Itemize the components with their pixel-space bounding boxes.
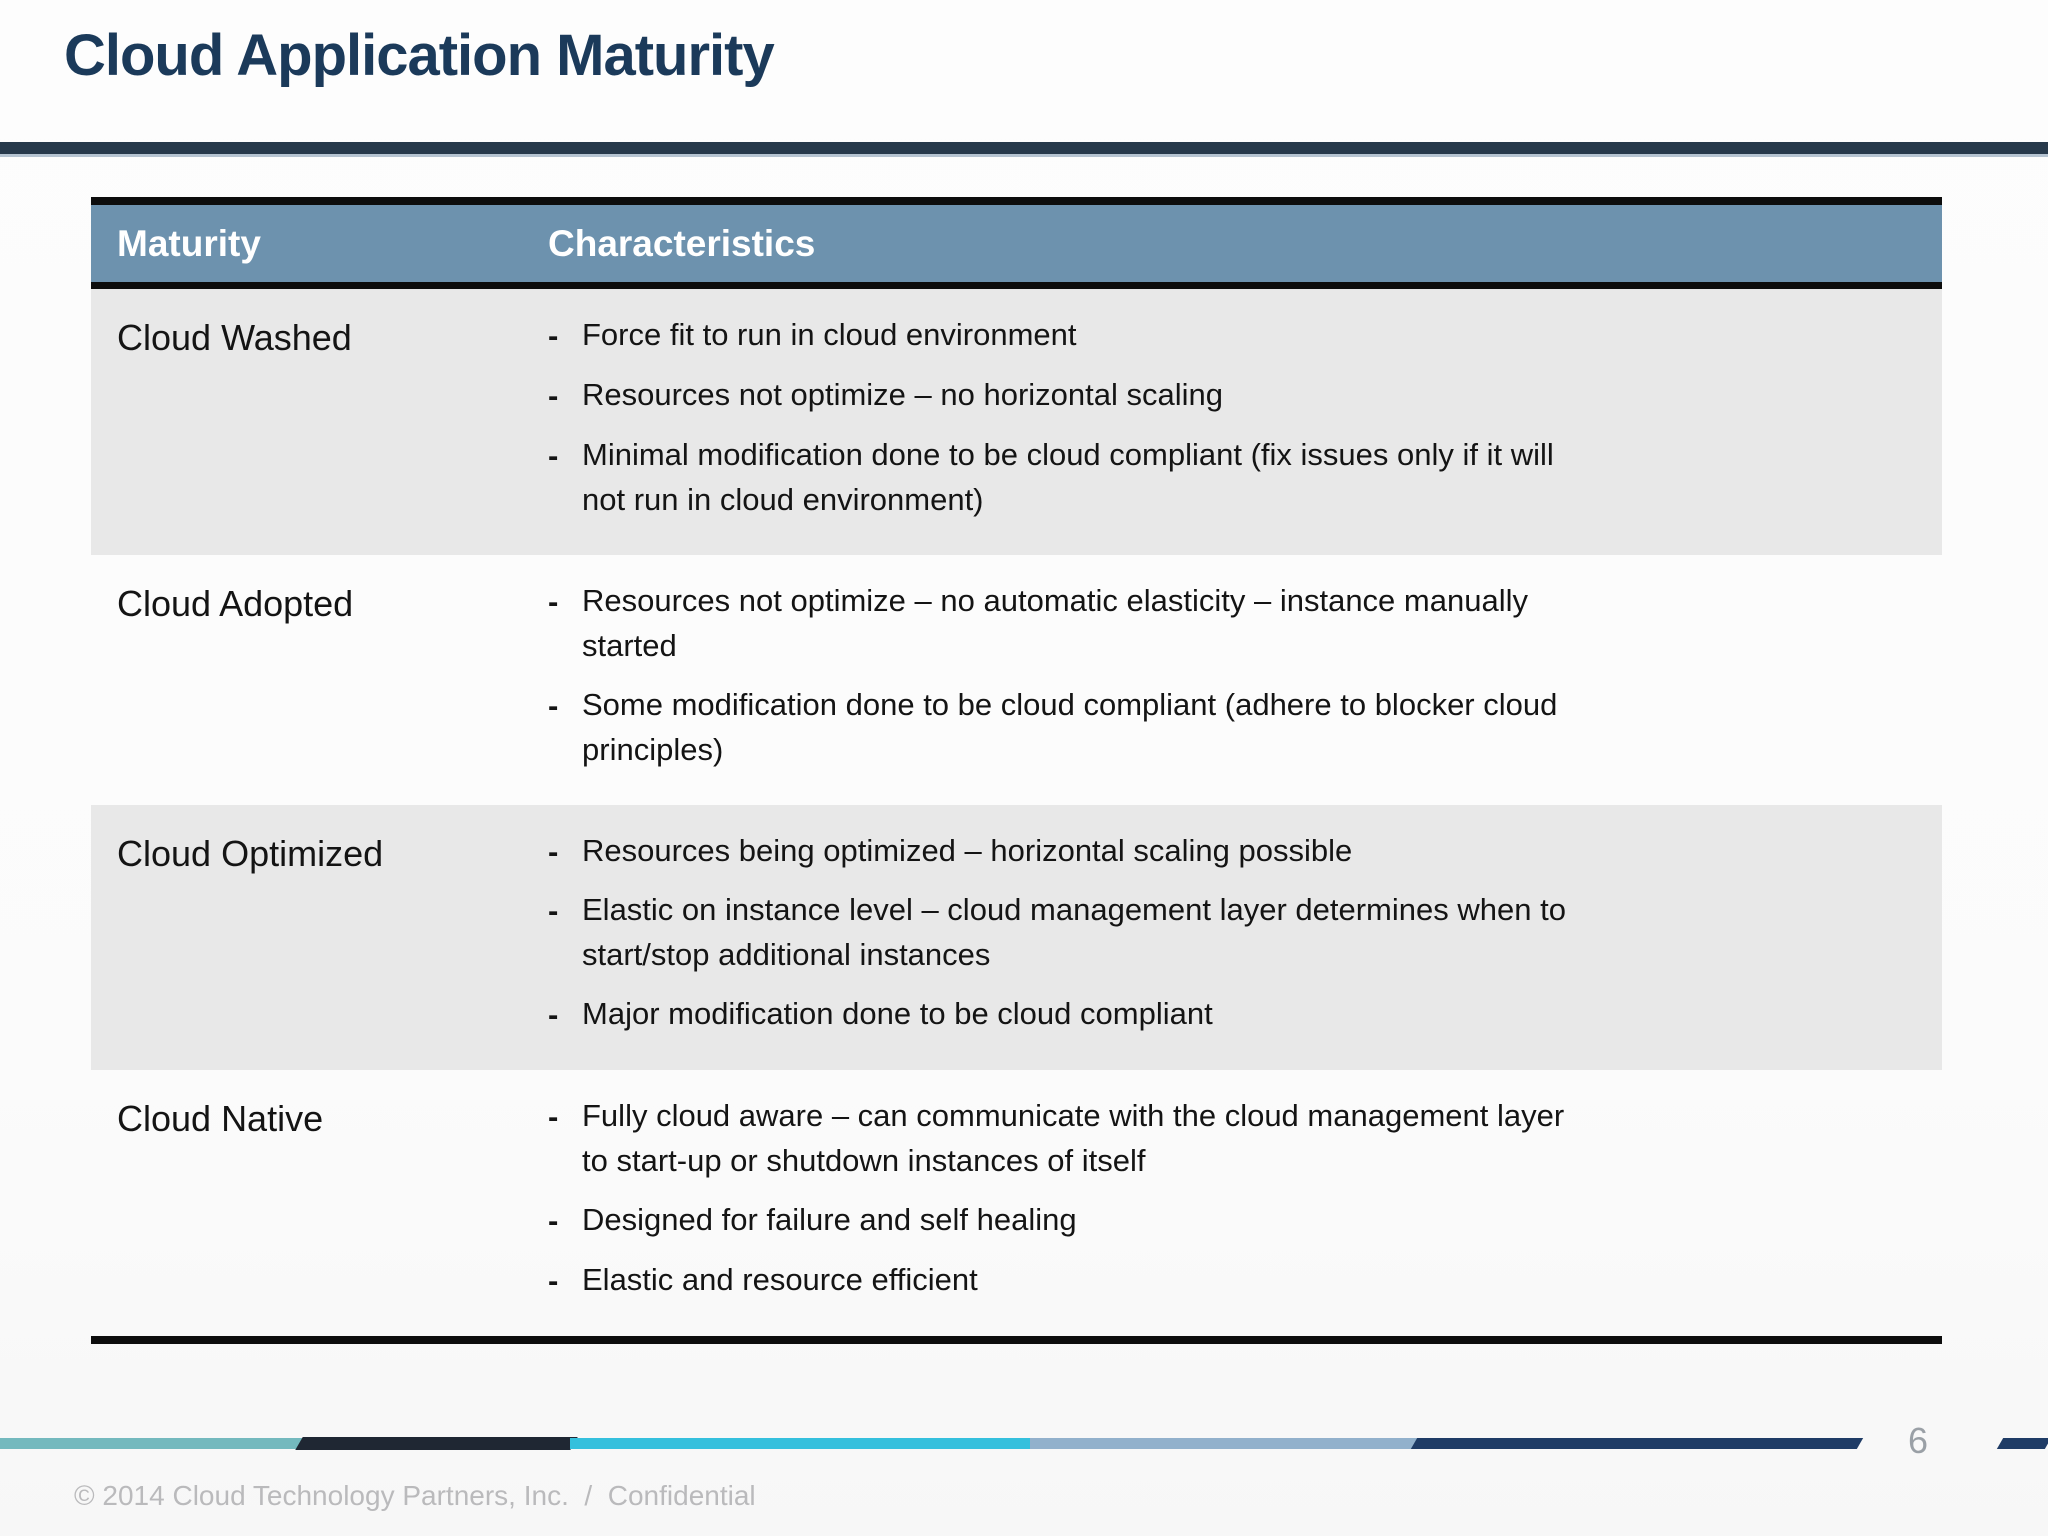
bullet-dash: -: [548, 997, 559, 1033]
bullet-text: Resources not optimize – no horizontal s…: [582, 376, 1224, 412]
title-divider: [0, 142, 2048, 157]
table-header-row: Maturity Characteristics: [91, 205, 1942, 289]
characteristics-cell: -Force fit to run in cloud environment-R…: [548, 313, 1942, 523]
table-row: Cloud Native-Fully cloud aware – can com…: [91, 1070, 1942, 1336]
bullet-text: Resources not optimize – no automatic el…: [582, 582, 1528, 663]
bullet-text: Minimal modification done to be cloud co…: [582, 436, 1554, 517]
bullet-text: Major modification done to be cloud comp…: [582, 996, 1213, 1032]
characteristics-cell: -Resources not optimize – no automatic e…: [548, 579, 1942, 773]
bullet-item: -Force fit to run in cloud environment: [548, 313, 1906, 359]
bullet-dash: -: [548, 318, 559, 353]
bullet-dash: -: [548, 1203, 559, 1239]
bullet-item: -Designed for failure and self healing: [548, 1198, 1906, 1244]
footer-stripe: [0, 1437, 2048, 1450]
bullet-dash: -: [548, 833, 559, 869]
stripe-segment-navy-dash: [1996, 1438, 2048, 1449]
bullet-dash: -: [548, 1099, 559, 1135]
stripe-segment-teal: [0, 1438, 307, 1449]
bullet-item: -Resources not optimize – no horizontal …: [548, 373, 1906, 419]
maturity-cell: Cloud Optimized: [117, 832, 384, 874]
characteristics-cell: -Fully cloud aware – can communicate wit…: [548, 1094, 1942, 1304]
stripe-segment-cyan: [570, 1438, 1032, 1449]
bullet-text: Designed for failure and self healing: [582, 1202, 1077, 1238]
column-header-maturity: Maturity: [117, 222, 261, 264]
table-body: Cloud Washed-Force fit to run in cloud e…: [91, 289, 1942, 1336]
bullet-item: -Elastic and resource efficient: [548, 1258, 1906, 1304]
copyright-footer: © 2014 Cloud Technology Partners, Inc. /…: [74, 1480, 756, 1511]
bullet-text: Elastic on instance level – cloud manage…: [582, 892, 1566, 973]
bullet-text: Force fit to run in cloud environment: [582, 317, 1077, 352]
bullet-text: Some modification done to be cloud compl…: [582, 686, 1558, 767]
bullet-text: Resources being optimized – horizontal s…: [582, 832, 1353, 868]
maturity-cell: Cloud Adopted: [117, 582, 354, 624]
page-title: Cloud Application Maturity: [64, 23, 775, 88]
bullet-dash: -: [548, 583, 559, 619]
bullet-item: -Resources not optimize – no automatic e…: [548, 579, 1906, 669]
bullet-item: -Fully cloud aware – can communicate wit…: [548, 1094, 1906, 1184]
table-row: Cloud Washed-Force fit to run in cloud e…: [91, 289, 1942, 555]
bullet-item: -Some modification done to be cloud comp…: [548, 683, 1906, 773]
bullet-dash: -: [548, 377, 559, 413]
bullet-text: Elastic and resource efficient: [582, 1262, 978, 1298]
bullet-text: Fully cloud aware – can communicate with…: [582, 1098, 1565, 1179]
maturity-table: Maturity Characteristics Cloud Washed-Fo…: [91, 197, 1942, 1344]
table-row: Cloud Optimized-Resources being optimize…: [91, 804, 1942, 1071]
bullet-item: -Minimal modification done to be cloud c…: [548, 433, 1906, 523]
bullet-dash: -: [548, 437, 559, 473]
stripe-segment-navy: [1410, 1438, 1864, 1449]
bullet-item: -Major modification done to be cloud com…: [548, 992, 1906, 1038]
page-number: 6: [1908, 1420, 1929, 1461]
column-header-characteristics: Characteristics: [548, 222, 816, 264]
bullet-dash: -: [548, 893, 559, 929]
bullet-dash: -: [548, 1263, 559, 1299]
maturity-cell: Cloud Washed: [117, 317, 352, 358]
bullet-item: -Resources being optimized – horizontal …: [548, 829, 1906, 875]
stripe-segment-charcoal: [295, 1437, 578, 1450]
maturity-cell: Cloud Native: [117, 1098, 324, 1140]
stripe-segment-steel: [1030, 1438, 1418, 1449]
bullet-item: -Elastic on instance level – cloud manag…: [548, 888, 1906, 978]
bullet-dash: -: [548, 687, 559, 723]
table-row: Cloud Adopted -Resources not optimize – n…: [91, 555, 1942, 805]
characteristics-cell: -Resources being optimized – horizontal …: [548, 829, 1942, 1039]
